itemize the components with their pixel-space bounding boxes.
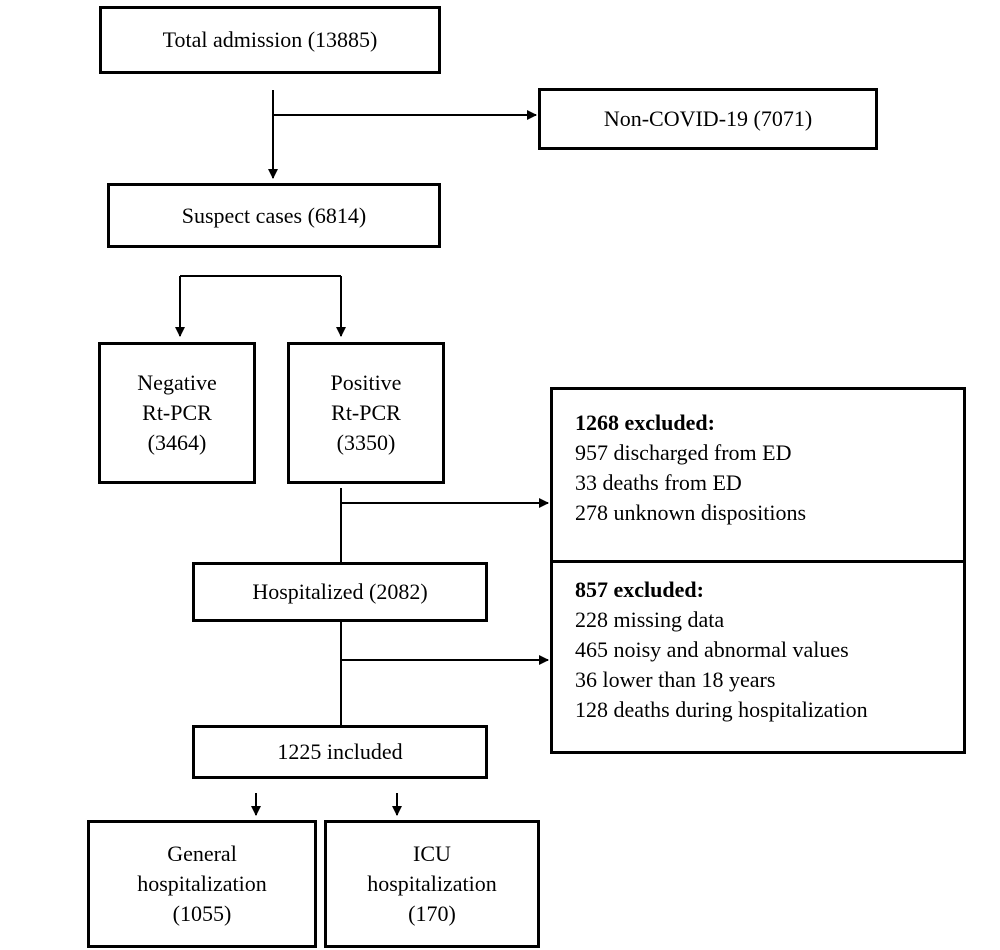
hospitalized-label: Hospitalized (2082) (252, 579, 428, 604)
general-hospitalization-line-2: hospitalization (137, 871, 267, 896)
total-admission-box: Total admission (13885) (99, 6, 441, 74)
suspect-cases-box: Suspect cases (6814) (107, 183, 441, 248)
negative-pcr-line-3: (3464) (147, 430, 207, 455)
non-covid-label: Non-COVID-19 (7071) (603, 106, 813, 131)
general-hospitalization-line-1: General (167, 841, 237, 866)
exclusion-2-heading: 857 excluded: (575, 577, 704, 602)
positive-pcr-line-1: Positive (330, 370, 402, 395)
exclusion-box-1: 1268 excluded: 957 discharged from ED 33… (550, 387, 966, 563)
exclusion-2-item: 465 noisy and abnormal values (575, 637, 849, 662)
exclusion-2-item: 228 missing data (575, 607, 725, 632)
exclusion-2-item: 128 deaths during hospitalization (575, 697, 868, 722)
included-box: 1225 included (192, 725, 488, 779)
icu-hospitalization-line-1: ICU (413, 841, 451, 866)
hospitalized-box: Hospitalized (2082) (192, 562, 488, 622)
negative-pcr-line-2: Rt-PCR (142, 400, 212, 425)
non-covid-box: Non-COVID-19 (7071) (538, 88, 878, 150)
positive-pcr-box: Positive Rt-PCR (3350) (287, 342, 445, 484)
exclusion-1-item: 957 discharged from ED (575, 440, 792, 465)
positive-pcr-line-2: Rt-PCR (331, 400, 401, 425)
total-admission-label: Total admission (13885) (162, 27, 378, 52)
general-hospitalization-line-3: (1055) (172, 901, 232, 926)
exclusion-1-heading: 1268 excluded: (575, 410, 715, 435)
negative-pcr-line-1: Negative (137, 370, 217, 395)
exclusion-2-item: 36 lower than 18 years (575, 667, 776, 692)
negative-pcr-box: Negative Rt-PCR (3464) (98, 342, 256, 484)
exclusion-1-item: 278 unknown dispositions (575, 500, 807, 525)
exclusion-1-item: 33 deaths from ED (575, 470, 742, 495)
suspect-cases-label: Suspect cases (6814) (181, 202, 367, 228)
general-hospitalization-box: General hospitalization (1055) (87, 820, 317, 948)
included-label: 1225 included (277, 739, 403, 764)
icu-hospitalization-line-2: hospitalization (367, 871, 497, 896)
icu-hospitalization-line-3: (170) (408, 901, 456, 926)
positive-pcr-line-3: (3350) (336, 430, 396, 455)
exclusion-box-2: 857 excluded: 228 missing data 465 noisy… (550, 560, 966, 754)
icu-hospitalization-box: ICU hospitalization (170) (324, 820, 540, 948)
